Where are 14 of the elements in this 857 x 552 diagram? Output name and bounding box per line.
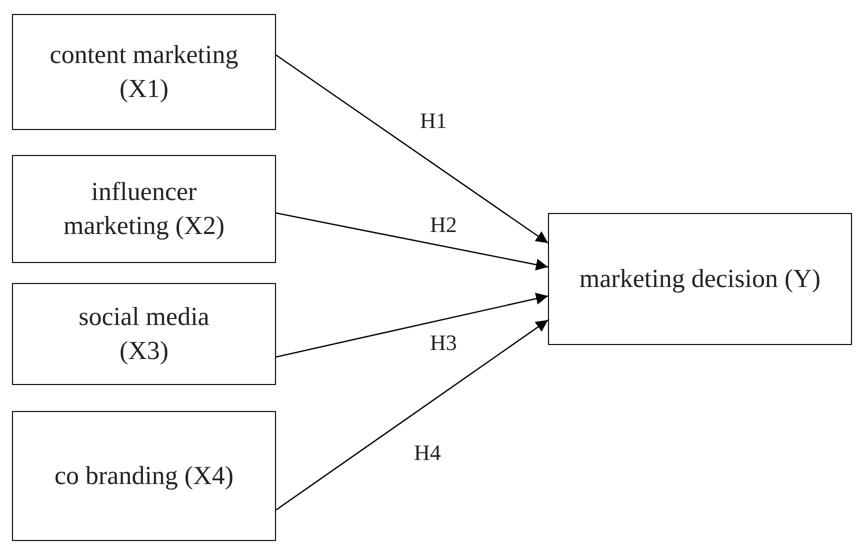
arrow [276,54,548,244]
node-label: co branding (X4) [54,460,234,492]
arrow [276,319,548,511]
arrow [276,212,548,271]
node-label: marketing decision (Y) [579,263,821,296]
variable-box [12,155,276,263]
variable-box [12,283,276,385]
node-label: influencer marketing (X2) [62,176,226,242]
variable-box [12,14,276,130]
variable-box [12,411,276,541]
outcome-box [548,213,852,345]
node-label: social media (X3) [78,301,210,367]
node-label: content marketing (X1) [48,39,240,105]
arrow [276,292,548,358]
